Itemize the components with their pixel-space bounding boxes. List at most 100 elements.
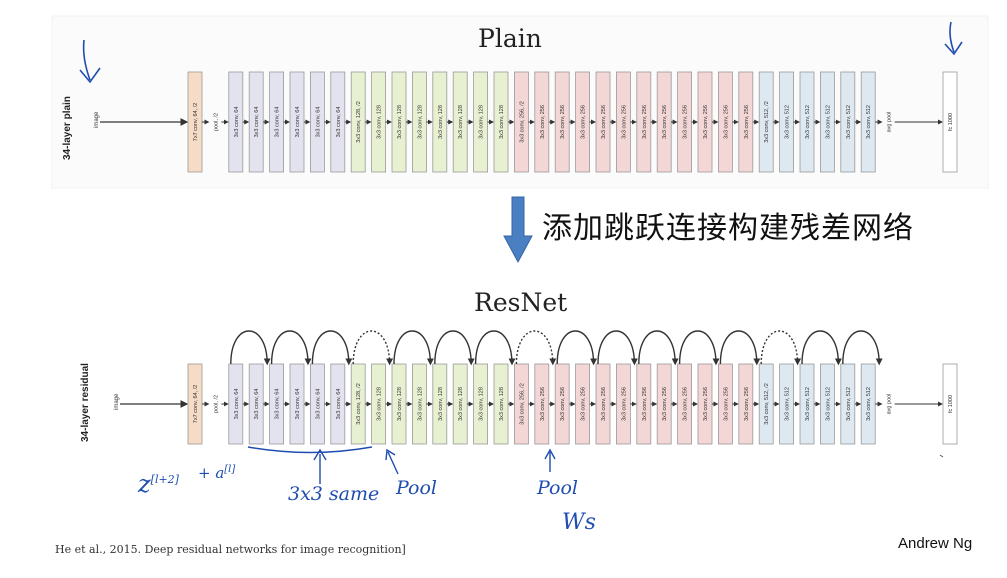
residual-layer-label: 3x3 conv, 64: [254, 389, 260, 420]
residual-layer-label: 3x3 conv, 256: [581, 387, 587, 421]
residual-layer-label: 7x7 conv, 64, /2: [193, 385, 199, 423]
resnet-title: ResNet: [474, 288, 568, 317]
plain-layer-label: 3x3 conv, 256: [642, 105, 648, 139]
plain-layer-label: 3x3 conv, 128: [499, 105, 505, 139]
residual-layer-label: 3x3 conv, 256: [703, 387, 709, 421]
plain-layer-label: 3x3 conv, 512: [825, 105, 831, 139]
plain-layer-label: 3x3 conv, 128: [417, 105, 423, 139]
author: Andrew Ng: [898, 535, 973, 552]
residual-layer-block: [942, 363, 958, 445]
residual-layer-label: 3x3 conv, 256: [744, 387, 750, 421]
plain-layer-label: avg pool: [887, 112, 893, 133]
residual-layer-label: 3x3 conv, 512: [805, 387, 811, 421]
residual-layer-label: 3x3 conv, 256: [621, 387, 627, 421]
skip-connection: [597, 330, 638, 366]
plain-layer-label: 3x3 conv, 128: [397, 105, 403, 139]
plain-input-label: image: [94, 111, 100, 128]
plain-layer-label: 3x3 conv, 64: [275, 107, 281, 138]
residual-layer-label: 3x3 conv, 512: [866, 387, 872, 421]
skip-connection: [556, 330, 598, 366]
residual-layer-label: 3x3 conv, 128: [479, 387, 485, 421]
hand-bracket: [247, 446, 373, 454]
plain-layer-label: 3x3 conv, 256: [703, 105, 709, 139]
skip-connection: [270, 330, 312, 366]
handwritten-z: z[l+2]: [138, 470, 179, 498]
skip-connection: [515, 330, 557, 366]
residual-layer-label: 3x3 conv, 256: [601, 387, 607, 421]
residual-layer-label: 3x3 conv, 64: [275, 389, 281, 420]
residual-layer-label: 3x3 conv, 256: [642, 387, 648, 421]
handwritten-ws: Ws: [562, 510, 596, 535]
skip-connection: [230, 330, 271, 366]
plain-layer-label: 3x3 conv, 256: [621, 105, 627, 139]
skip-connection: [638, 330, 679, 366]
residual-layer-label: 3x3 conv, 64: [295, 389, 301, 420]
skip-connection: [842, 330, 883, 366]
plain-layer-label: 3x3 conv, 256: [601, 105, 607, 139]
plain-layer-label: 3x3 conv, 256: [662, 105, 668, 139]
residual-layer-label: 3x3 conv, 64: [336, 389, 342, 420]
handwritten-pool-1: Pool: [396, 477, 437, 499]
plain-layer-label: 3x3 conv, 128: [479, 105, 485, 139]
residual-layer-label: 3x3 conv, 256: [540, 387, 546, 421]
residual-layer-label: 3x3 conv, 512: [785, 387, 791, 421]
residual-side-label: 34-layer residual: [80, 363, 91, 442]
residual-layer-label: avg pool: [887, 394, 893, 415]
residual-layer-label: 3x3 conv, 512: [825, 387, 831, 421]
plain-layer-label: 3x3 conv, 128, /2: [356, 101, 362, 142]
down-arrow-icon: [503, 196, 533, 264]
hand-arrow-icon: [313, 448, 327, 484]
skip-connection: [352, 330, 394, 366]
residual-layer-label: 3x3 conv, 128: [397, 387, 403, 421]
plain-layer-label: 3x3 conv, 128: [377, 105, 383, 139]
plain-layer-block: [942, 71, 958, 173]
skip-connection: [801, 330, 842, 366]
residual-layer-label: 3x3 conv, 128: [499, 387, 505, 421]
skip-connection: [760, 330, 802, 366]
hand-arrow-icon: [544, 448, 556, 472]
plain-layer-label: 3x3 conv, 256: [683, 105, 689, 139]
skip-connection: [719, 330, 761, 366]
residual-layer-label: 3x3 conv, 128: [417, 387, 423, 421]
residual-layer-label: 3x3 conv, 256, /2: [519, 383, 525, 424]
plain-layer-label: 3x3 conv, 64: [234, 107, 240, 138]
residual-layer-label: 3x3 conv, 256: [683, 387, 689, 421]
residual-layer-label: pool, /2: [213, 395, 219, 413]
plain-layer-label: fc 1000: [948, 113, 954, 131]
residual-layer-label: 3x3 conv, 128, /2: [356, 383, 362, 424]
residual-layer-label: 3x3 conv, 256: [662, 387, 668, 421]
plain-layer-label: 3x3 conv, 64: [315, 107, 321, 138]
hand-arrow-icon: [944, 21, 963, 56]
handwritten-pool-2: Pool: [537, 477, 578, 499]
plain-layer-label: 3x3 conv, 256: [723, 105, 729, 139]
residual-input-label: image: [114, 393, 120, 410]
citation: He et al., 2015. Deep residual networks …: [55, 543, 406, 556]
plain-layer-label: 3x3 conv, 512: [805, 105, 811, 139]
annotation-text: 添加跳跃连接构建残差网络: [542, 211, 914, 246]
plain-layer-label: 3x3 conv, 128: [458, 105, 464, 139]
plain-title: Plain: [478, 24, 542, 53]
plain-layer-label: 3x3 conv, 256, /2: [519, 101, 525, 142]
skip-connection: [393, 330, 434, 366]
plain-layer-label: 3x3 conv, 128: [438, 105, 444, 139]
residual-layer-label: 3x3 conv, 128: [377, 387, 383, 421]
plain-layer-label: pool, /2: [213, 113, 219, 131]
skip-connection: [474, 330, 516, 366]
residual-layer-label: 3x3 conv, 64: [234, 389, 240, 420]
hand-arrow-icon: [385, 448, 399, 475]
plain-layer-label: 3x3 conv, 256: [560, 105, 566, 139]
residual-layer-label: fc 1000: [948, 395, 954, 413]
skip-connection: [434, 330, 475, 366]
handwritten-3x3-same: 3x3 same: [288, 483, 380, 505]
plain-layer-label: 3x3 conv, 512: [846, 105, 852, 139]
plain-layer-label: 3x3 conv, 256: [744, 105, 750, 139]
plain-layer-label: 3x3 conv, 64: [295, 107, 301, 138]
residual-layer-label: 3x3 conv, 128: [458, 387, 464, 421]
residual-layer-label: 3x3 conv, 256: [560, 387, 566, 421]
plain-layer-label: 3x3 conv, 64: [254, 107, 260, 138]
skip-connection: [678, 330, 720, 366]
residual-layer-label: 3x3 conv, 512: [846, 387, 852, 421]
residual-layer-label: 3x3 conv, 64: [315, 389, 321, 420]
hand-arrow-icon: [79, 39, 101, 84]
